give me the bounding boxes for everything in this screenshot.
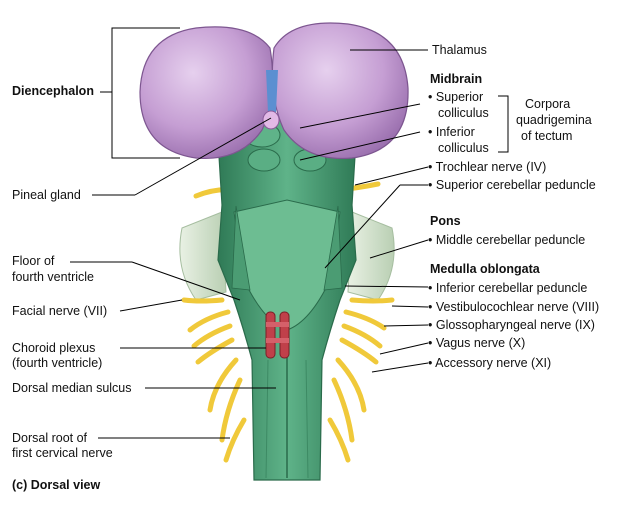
label-floor-fourth-2: fourth ventricle	[12, 270, 94, 284]
vestibulocochlear-nerve-text: Vestibulocochlear nerve (VIII)	[435, 300, 600, 314]
superior-cerebellar-peduncle-text: Superior cerebellar peduncle	[435, 178, 596, 192]
choroid-plexus	[265, 311, 290, 359]
label-corpora-2: quadrigemina	[516, 113, 592, 127]
accessory-nerve-text: Accessory nerve (XI)	[435, 356, 552, 370]
label-pons: Pons	[430, 214, 461, 228]
label-choroid-1: Choroid plexus	[12, 341, 96, 355]
pineal-gland	[262, 110, 280, 130]
right-peduncle-ridge	[323, 205, 343, 291]
label-trochlear-nerve: • Trochlear nerve (IV)	[428, 160, 547, 174]
label-dorsal-root-1: Dorsal root of	[12, 431, 88, 445]
label-floor-fourth-1: Floor of	[12, 254, 55, 268]
label-corpora-1: Corpora	[525, 97, 571, 111]
corpora-bracket	[498, 95, 509, 153]
middle-cerebellar-peduncle-text: Middle cerebellar peduncle	[435, 233, 586, 247]
label-accessory-nerve: • Accessory nerve (XI)	[428, 356, 552, 370]
label-inferior-cerebellar-peduncle: • Inferior cerebellar peduncle	[428, 281, 588, 295]
label-choroid-2: (fourth ventricle)	[12, 356, 103, 370]
figure-caption: (c) Dorsal view	[12, 478, 101, 492]
right-thalamus	[271, 22, 409, 160]
inferior-cerebellar-peduncle-text: Inferior cerebellar peduncle	[435, 281, 588, 295]
label-superior-cerebellar-peduncle: • Superior cerebellar peduncle	[428, 178, 596, 192]
vagus-nerve-text: Vagus nerve (X)	[435, 336, 526, 350]
trochlear-nerve-text: Trochlear nerve (IV)	[435, 160, 547, 174]
label-midbrain: Midbrain	[430, 72, 483, 86]
label-superior-colliculus-2: colliculus	[438, 106, 489, 120]
label-medulla-oblongata: Medulla oblongata	[430, 262, 540, 276]
left-thalamus	[139, 26, 274, 160]
label-thalamus: Thalamus	[432, 43, 487, 57]
label-dorsal-median-sulcus: Dorsal median sulcus	[12, 381, 132, 395]
glossopharyngeal-nerve-text: Glossopharyngeal nerve (IX)	[435, 318, 595, 332]
label-inferior-colliculus-2: colliculus	[438, 141, 489, 155]
inferior-colliculus-text: Inferior	[435, 125, 475, 139]
label-vagus-nerve: • Vagus nerve (X)	[428, 336, 526, 350]
left-inferior-colliculus	[247, 148, 281, 172]
label-pineal-gland: Pineal gland	[12, 188, 81, 202]
superior-colliculus-text: Superior	[435, 90, 484, 104]
label-inferior-colliculus-1: • Inferior	[428, 125, 475, 139]
label-facial-nerve: Facial nerve (VII)	[12, 304, 108, 318]
label-dorsal-root-2: first cervical nerve	[12, 446, 113, 460]
label-glossopharyngeal-nerve: • Glossopharyngeal nerve (IX)	[428, 318, 595, 332]
label-vestibulocochlear-nerve: • Vestibulocochlear nerve (VIII)	[428, 300, 600, 314]
left-cerebellar-cut-surface	[179, 211, 227, 301]
right-cerebellar-cut-surface	[347, 211, 395, 301]
third-ventricle	[266, 70, 278, 112]
diencephalon-bracket	[111, 27, 180, 159]
label-middle-cerebellar-peduncle: • Middle cerebellar peduncle	[428, 233, 586, 247]
leader-lines	[70, 49, 429, 439]
label-corpora-3: of tectum	[521, 129, 573, 143]
left-peduncle-ridge	[231, 205, 251, 291]
label-superior-colliculus-1: • Superior	[428, 90, 484, 104]
label-diencephalon: Diencephalon	[12, 84, 94, 98]
